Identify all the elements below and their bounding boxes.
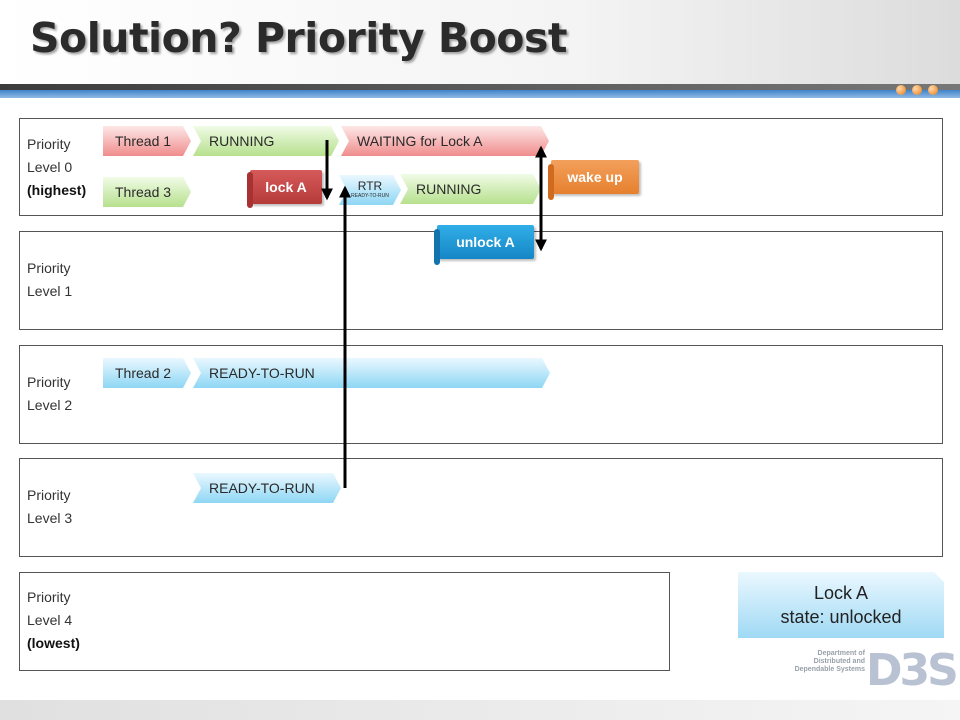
header-rule-blue xyxy=(0,90,960,98)
level-3-label: Priority Level 3 xyxy=(27,484,72,530)
level-label-line: Level 4 xyxy=(27,612,73,628)
level-label-note: (lowest) xyxy=(27,635,80,651)
level-label-line: Priority xyxy=(27,487,71,503)
d3s-logo: Department of Distributed and Dependable… xyxy=(790,646,959,696)
priority-level-4-box xyxy=(19,572,670,671)
unlock-a-label: unlock A xyxy=(456,234,515,250)
flag-icon xyxy=(434,229,440,265)
thread-1-chevron: Thread 1 xyxy=(103,126,191,156)
priority-level-3-box xyxy=(19,458,943,557)
level-label-line: Priority xyxy=(27,589,71,605)
level-label-line: Level 2 xyxy=(27,397,73,413)
flag-icon xyxy=(548,164,554,200)
level-label-line: Level 0 xyxy=(27,159,73,175)
slide-title: Solution? Priority Boost xyxy=(30,14,567,62)
rtr-sublabel: READY-TO-RUN xyxy=(351,193,389,199)
wake-up-tag: wake up xyxy=(548,160,639,200)
header-background xyxy=(0,0,960,84)
decor-dot-icon xyxy=(896,85,906,95)
wake-up-label: wake up xyxy=(567,169,623,185)
thread-1-running-chevron: RUNNING xyxy=(193,126,339,156)
rtr-label: RTR xyxy=(357,179,383,193)
flag-icon xyxy=(247,172,253,208)
level-label-line: Priority xyxy=(27,260,71,276)
thread-3-chevron: Thread 3 xyxy=(103,177,191,207)
unlock-a-tag: unlock A xyxy=(434,225,534,265)
thread-3-running-chevron: RUNNING xyxy=(400,174,541,204)
lock-state: state: unlocked xyxy=(780,607,902,627)
level-4-label: Priority Level 4 (lowest) xyxy=(27,586,80,655)
level-1-label: Priority Level 1 xyxy=(27,257,72,303)
thread-2-chevron: Thread 2 xyxy=(103,358,191,388)
level-label-line: Level 3 xyxy=(27,510,73,526)
lock-a-label: lock A xyxy=(265,179,307,195)
thread-3-rtr-chevron: RTR READY-TO-RUN xyxy=(339,175,401,205)
lock-a-tag: lock A xyxy=(247,170,322,208)
header-rule xyxy=(0,84,960,90)
level-2-label: Priority Level 2 xyxy=(27,371,72,417)
footer-bar xyxy=(0,700,960,720)
lock-name: Lock A xyxy=(813,583,869,603)
level-label-line: Level 1 xyxy=(27,283,73,299)
decor-dot-icon xyxy=(912,85,922,95)
level-label-line: Priority xyxy=(27,374,71,390)
thread-2-ready-chevron: READY-TO-RUN xyxy=(193,358,550,388)
level-label-line: Priority xyxy=(27,136,71,152)
thread-1-waiting-chevron: WAITING for Lock A xyxy=(341,126,549,156)
lock-state-box: Lock A state: unlocked xyxy=(738,572,944,638)
level-0-label: Priority Level 0 (highest) xyxy=(27,133,86,202)
decor-dot-icon xyxy=(928,85,938,95)
level-label-note: (highest) xyxy=(27,182,87,198)
logo-mark: D3S xyxy=(866,645,959,696)
thread-3-ready-chevron: READY-TO-RUN xyxy=(193,473,341,503)
logo-department-text: Department of Distributed and Dependable… xyxy=(794,650,865,673)
